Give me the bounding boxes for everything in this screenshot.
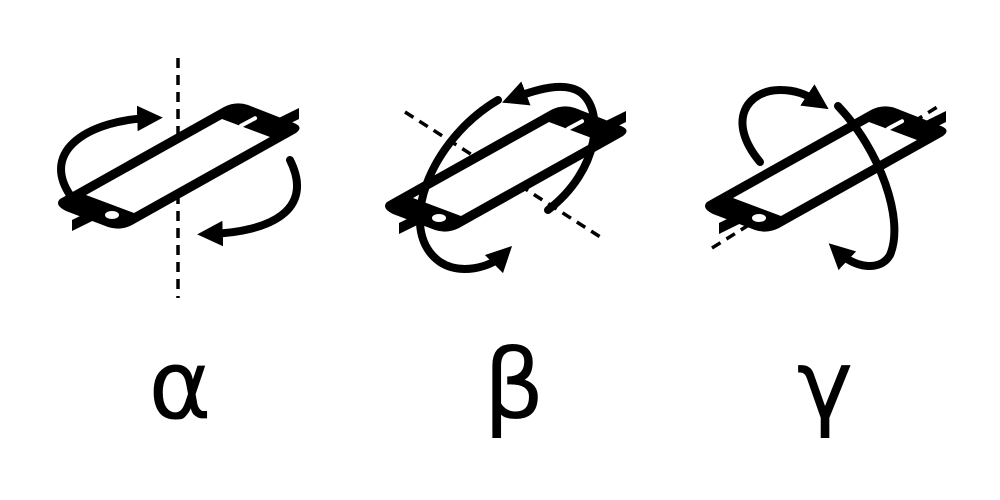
beta-axis-line [404,110,606,242]
alpha-rotation-arrow-left [57,105,163,199]
beta-rotation-arrow-front [415,96,513,274]
gamma-rotation-arrow-right [828,102,899,271]
label-gamma: γ [796,329,854,441]
panel-beta [385,81,627,274]
panel-gamma [705,84,947,271]
panel-alpha [57,58,301,298]
alpha-rotation-arrow-right [197,156,301,247]
label-alpha: α [148,329,212,441]
beta-rotation-arrow-back [502,81,599,214]
label-beta: β [483,329,545,441]
gamma-rotation-arrow-top [738,84,829,166]
